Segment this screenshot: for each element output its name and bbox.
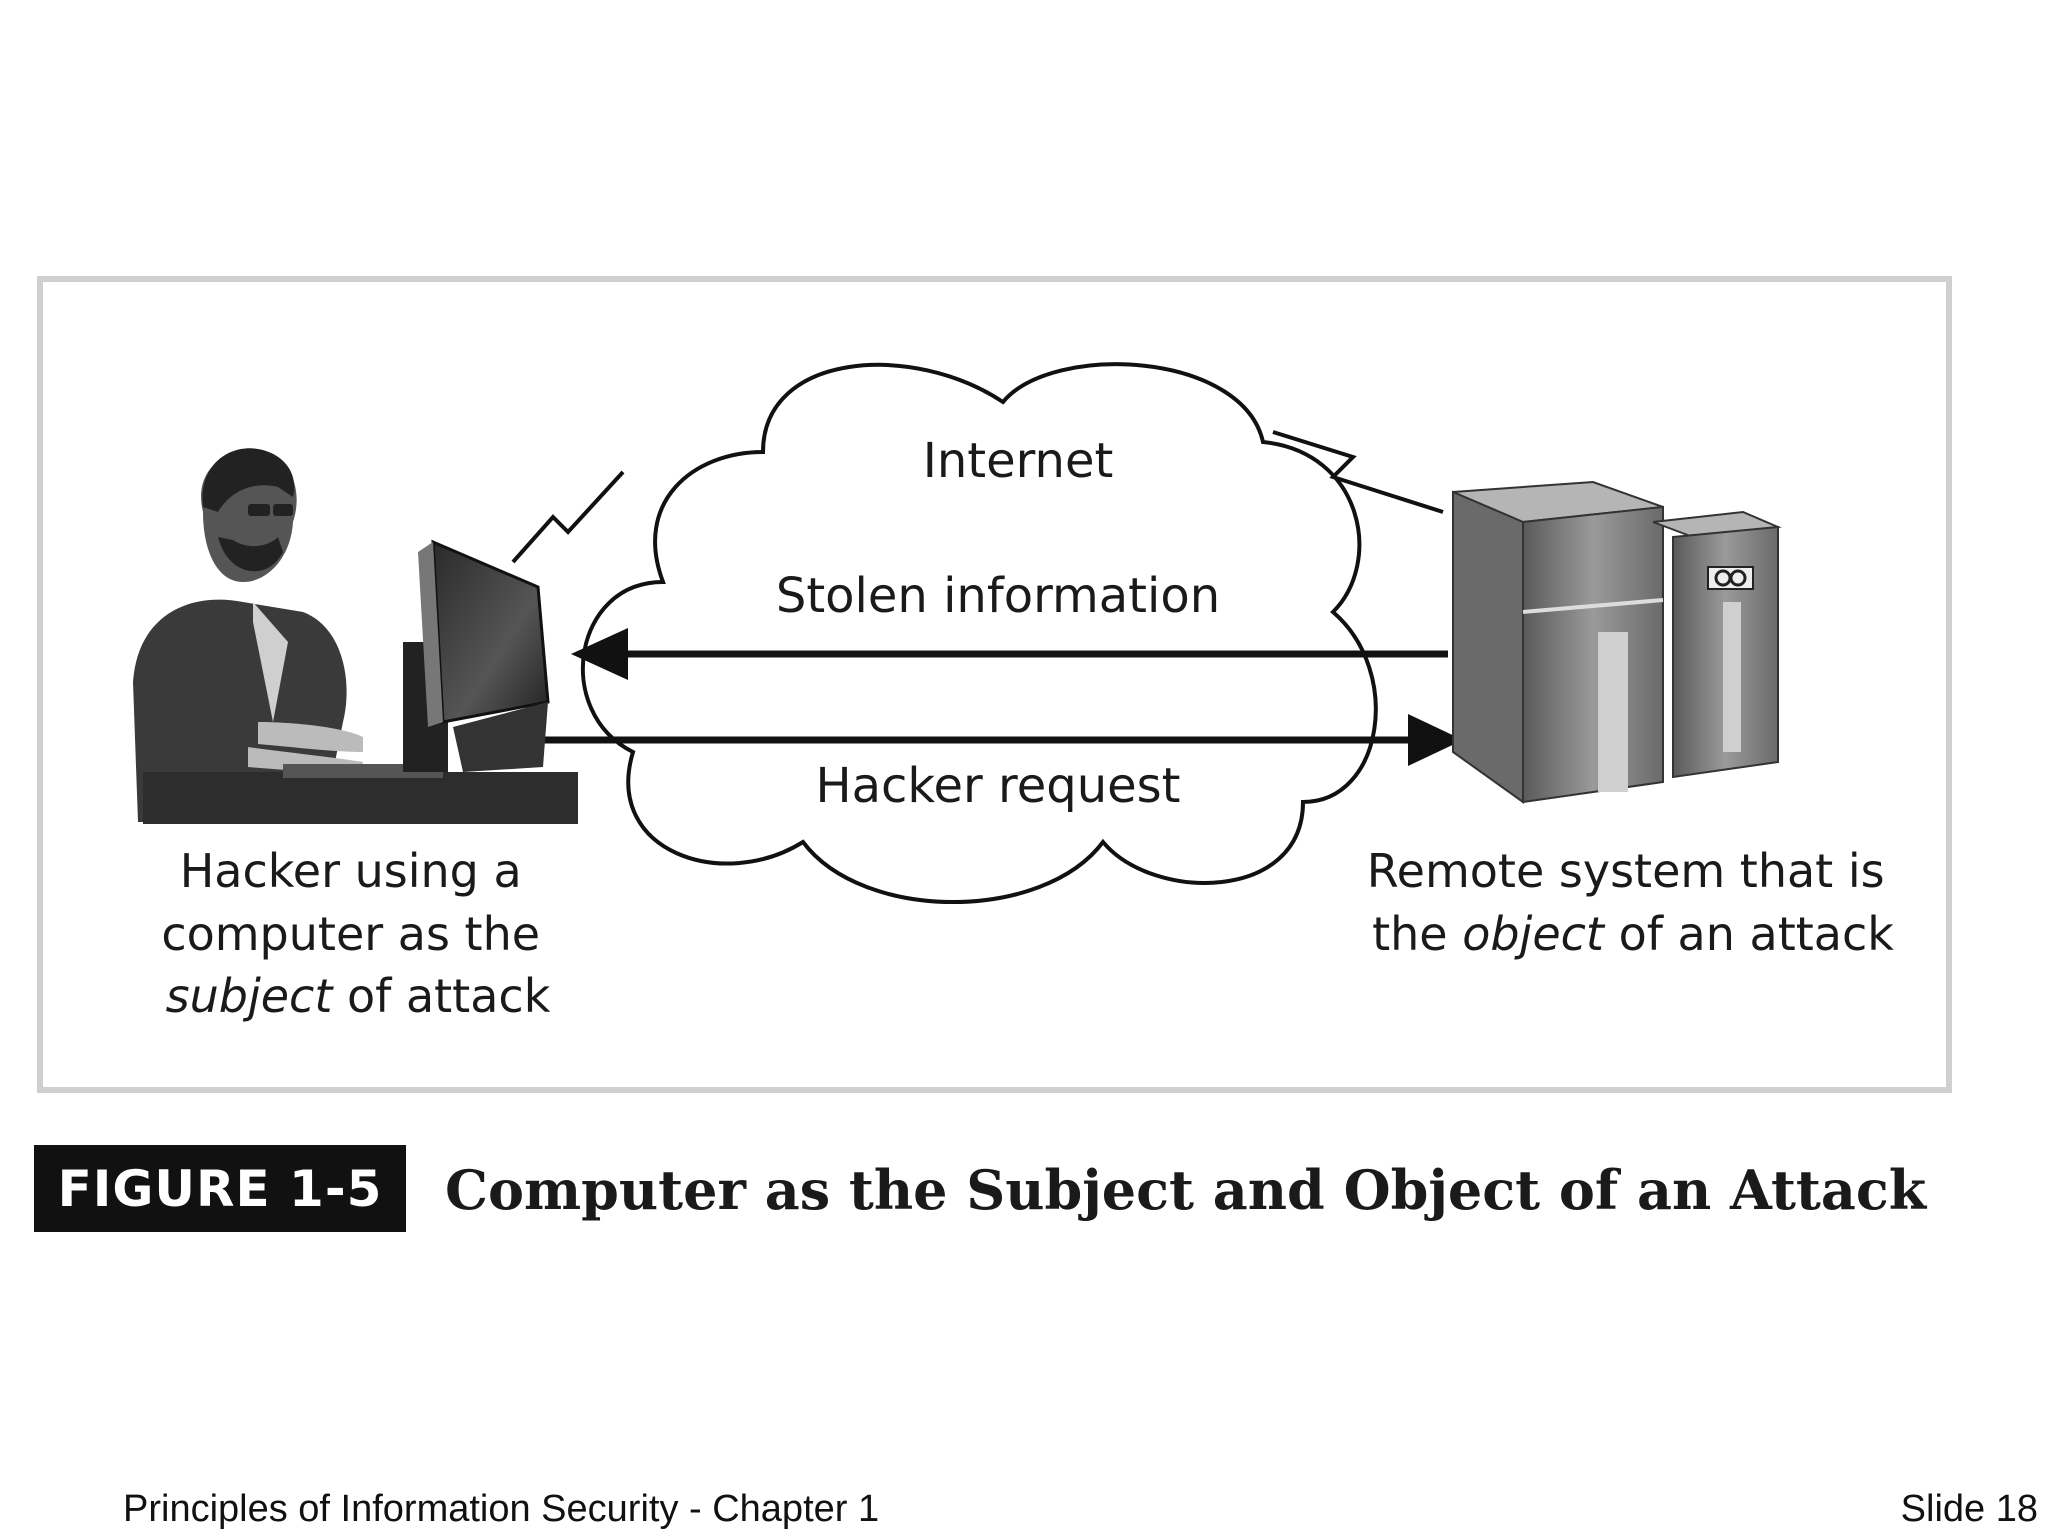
figure-caption: Computer as the Subject and Object of an… bbox=[445, 1158, 1927, 1222]
server-tower-icon bbox=[1452, 480, 1782, 804]
right-caption-line2-pre: the bbox=[1372, 907, 1462, 961]
right-caption: Remote system that is the object of an a… bbox=[1367, 844, 1899, 961]
desk bbox=[143, 772, 578, 824]
left-caption: Hacker using a computer as the subject o… bbox=[161, 844, 554, 1023]
left-caption-line1: Hacker using a bbox=[180, 844, 522, 898]
internet-cloud-icon bbox=[580, 362, 1378, 904]
stolen-info-arrowhead bbox=[571, 628, 628, 680]
right-caption-object: object bbox=[1462, 907, 1606, 961]
cloud-label: Internet bbox=[923, 433, 1114, 489]
footer-slide-number: Slide 18 bbox=[1900, 1488, 2038, 1530]
figure-frame: Internet Stolen information Hacker reque… bbox=[37, 276, 1952, 1093]
left-caption-subject: subject bbox=[166, 969, 335, 1023]
right-caption-line1: Remote system that is bbox=[1367, 844, 1885, 898]
right-caption-line2-post: of an attack bbox=[1604, 907, 1894, 961]
computer-monitor-icon bbox=[403, 539, 550, 772]
left-caption-line3-rest: of attack bbox=[332, 969, 550, 1023]
hacker-request-label: Hacker request bbox=[816, 758, 1181, 814]
stolen-info-label: Stolen information bbox=[776, 568, 1220, 624]
hacker-request-arrowhead bbox=[1408, 714, 1463, 766]
lightning-bolt-icon bbox=[1272, 430, 1444, 514]
footer-chapter: Principles of Information Security - Cha… bbox=[123, 1488, 880, 1530]
attack-diagram: Internet Stolen information Hacker reque… bbox=[133, 362, 1899, 1023]
left-caption-line2: computer as the bbox=[161, 907, 540, 961]
lightning-bolt-icon bbox=[511, 470, 625, 564]
figure-number-badge: FIGURE 1-5 bbox=[34, 1145, 406, 1232]
